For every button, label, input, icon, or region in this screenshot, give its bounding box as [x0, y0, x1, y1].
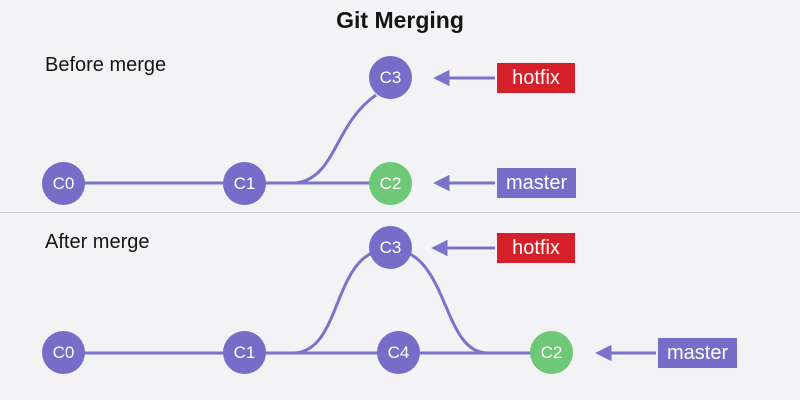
commit-node-before-c3: C3 [369, 56, 412, 99]
commit-node-after-c2: C2 [530, 331, 573, 374]
before-hotfix-branch-curve [295, 93, 377, 185]
commit-node-before-c2: C2 [369, 162, 412, 205]
commit-node-after-c3: C3 [369, 226, 412, 269]
branch-label-before-hotfix: hotfix [497, 63, 575, 93]
commit-node-after-c0: C0 [42, 331, 85, 374]
section-divider [0, 212, 800, 213]
before-merge-section-label: Before merge [45, 54, 167, 76]
branch-label-after-master: master [658, 338, 738, 368]
commit-node-before-c1: C1 [223, 162, 266, 205]
commit-node-after-c1: C1 [223, 331, 266, 374]
branch-label-after-hotfix: hotfix [497, 233, 575, 263]
commit-node-before-c0: C0 [42, 162, 85, 205]
diagram-title: Git Merging [336, 7, 464, 33]
commit-node-after-c4: C4 [377, 331, 420, 374]
branch-label-before-master: master [497, 168, 577, 198]
after-merge-section-label: After merge [45, 231, 150, 253]
